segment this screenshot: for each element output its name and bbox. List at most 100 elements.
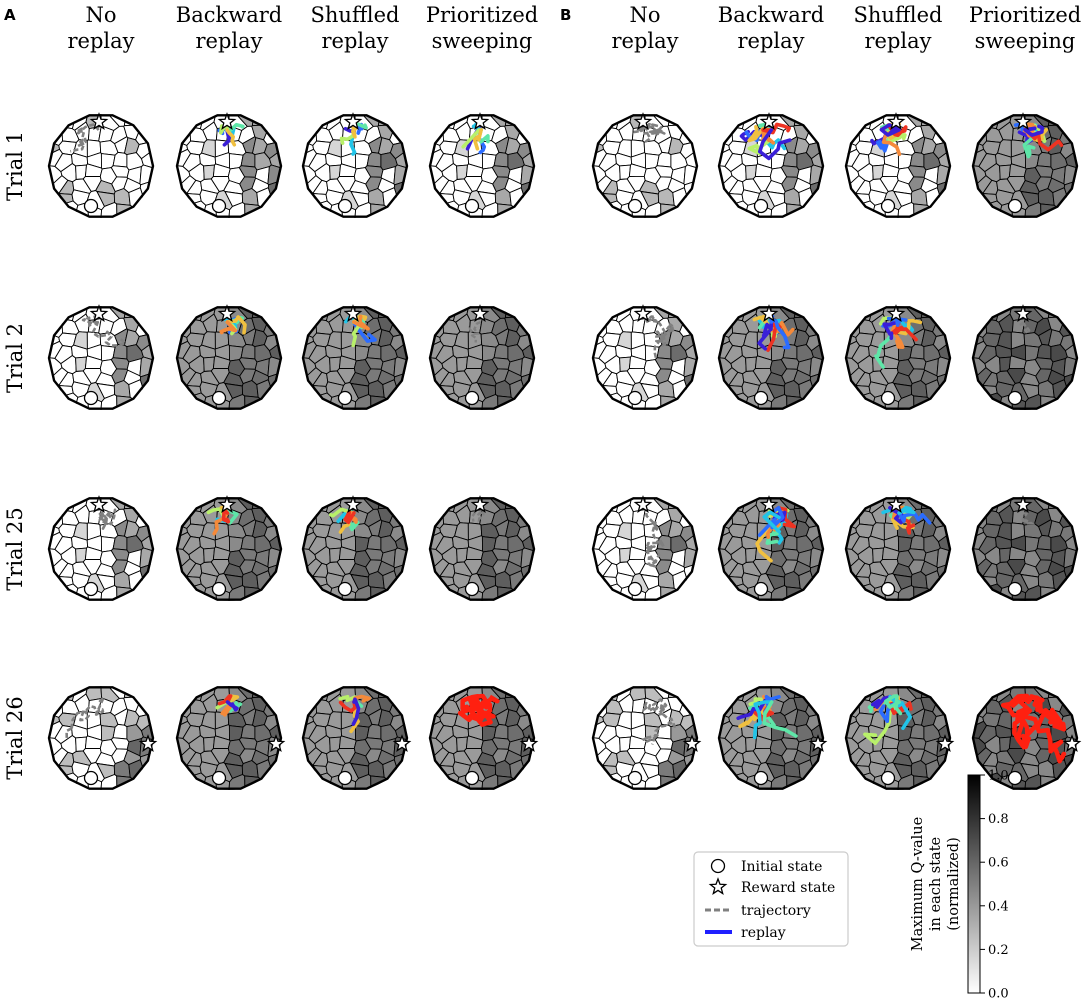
initial-state-circle-icon <box>1007 390 1023 406</box>
arena-state-cell <box>303 583 333 601</box>
reward-state-star-icon <box>935 734 955 752</box>
arena-state-cell <box>366 151 382 168</box>
arena-state-cell <box>719 114 749 130</box>
arena-state-cell <box>672 759 688 787</box>
arena-state-cell <box>128 379 144 407</box>
arena-state-cell <box>177 497 192 530</box>
reward-state-star-icon <box>217 112 237 130</box>
arena-state-cell <box>719 686 749 702</box>
arena-state-cell <box>240 343 256 360</box>
initial-state-circle-icon <box>211 198 227 214</box>
arena-b-row-1-col-3 <box>971 304 1079 410</box>
col-head-b-0-line2: replay <box>611 29 678 53</box>
replay-line <box>219 320 238 335</box>
arena-state-cell <box>128 759 144 787</box>
arena-state-cell <box>973 114 988 147</box>
col-head-a-3-line1: Prioritized <box>426 3 538 27</box>
col-head-b-3-line1: Prioritized <box>969 3 1081 27</box>
arena-state-cell <box>593 686 623 702</box>
initial-state-circle-icon <box>880 770 896 786</box>
arena-state-cell <box>973 306 988 339</box>
arena-state-cell <box>263 114 281 146</box>
arena-state-cell <box>509 379 525 407</box>
arena-state-cell <box>112 151 128 168</box>
arena-state-cell <box>593 583 623 601</box>
replay-line <box>1023 124 1045 137</box>
reward-state-star-icon <box>392 734 412 752</box>
colorbar-ticks: 1.00.80.60.40.20.0 <box>980 769 1009 1001</box>
arena-state-cell <box>516 306 534 338</box>
arena-state-cell <box>932 114 950 146</box>
arena-a-row-2-col-1 <box>175 495 283 601</box>
reward-state-star-icon <box>682 734 702 752</box>
arena-state-cell <box>938 760 950 790</box>
reward-state-star-icon <box>519 734 539 752</box>
arena-state-cell <box>811 380 823 410</box>
arena-state-cell <box>177 306 207 322</box>
arena-boundary <box>844 306 952 410</box>
initial-state-circle-icon <box>753 581 769 597</box>
arena-boundary <box>591 686 699 790</box>
arena-a-row-0-col-0 <box>47 112 155 218</box>
initial-state-circle-icon <box>337 770 353 786</box>
arena-a-row-3-col-2 <box>301 686 412 790</box>
arena-state-cell <box>973 497 988 530</box>
col-head-a-0-line1: No <box>85 3 116 27</box>
replay-line <box>351 314 370 331</box>
legend: Initial state Reward state trajectory re… <box>693 851 849 947</box>
arena-boundary <box>175 686 283 790</box>
arena-state-cell <box>49 114 64 147</box>
colorbar-tick-label: 0.8 <box>988 812 1009 827</box>
legend-label-trajectory: trajectory <box>741 903 811 919</box>
arena-state-cell <box>430 686 445 719</box>
colorbar-gradient <box>967 774 981 994</box>
arena-state-cell <box>177 114 192 147</box>
arena-state-cell <box>430 114 445 147</box>
arena-state-cell <box>593 306 608 339</box>
arena-state-cell <box>846 497 861 530</box>
initial-state-circle-icon <box>627 198 643 214</box>
arena-b-row-0-col-2 <box>844 112 952 218</box>
arena-state-cell <box>395 760 407 790</box>
arena-state-cell <box>811 760 823 790</box>
arena-state-cell <box>135 686 153 718</box>
reward-state-star-icon <box>886 304 906 322</box>
arena-state-cell <box>719 306 734 339</box>
arena-state-cell <box>49 772 79 790</box>
star-icon <box>708 877 728 895</box>
initial-state-circle-icon <box>337 390 353 406</box>
colorbar-tick-label: 1.0 <box>988 769 1009 784</box>
arena-state-cell <box>263 497 281 529</box>
colorbar-title-line2: in each state <box>928 837 944 931</box>
arena-state-cell <box>938 188 950 218</box>
initial-state-circle-icon <box>211 581 227 597</box>
reward-state-star-icon <box>89 112 109 130</box>
arena-state-cell <box>177 686 192 719</box>
reward-state-star-icon <box>89 495 109 513</box>
arena-state-cell <box>135 497 153 529</box>
replay-line <box>757 320 774 351</box>
arena-state-cell <box>303 497 333 513</box>
arena-state-cell <box>679 686 697 718</box>
arena-state-cell <box>269 188 281 218</box>
colorbar-tick-label: 0.0 <box>988 987 1009 1001</box>
arena-boundary <box>717 306 825 410</box>
arena-state-cell <box>430 497 445 530</box>
arena-boundary <box>971 686 1079 790</box>
arena-state-cell <box>685 188 697 218</box>
arena-state-cell <box>846 306 861 339</box>
arena-a-row-0-col-2 <box>301 112 409 218</box>
arena-a-row-2-col-2 <box>301 495 409 601</box>
arena-b-row-2-col-2 <box>844 495 952 601</box>
initial-state-circle-icon <box>627 581 643 597</box>
initial-state-circle-icon <box>880 390 896 406</box>
col-head-a-3-line2: sweeping <box>432 29 533 53</box>
initial-state-circle-icon <box>880 198 896 214</box>
trajectory-line <box>97 508 117 530</box>
arena-state-cell <box>395 571 407 601</box>
arena-state-cell <box>1065 571 1077 601</box>
arena-state-cell <box>493 151 509 168</box>
arena-boundary <box>428 686 536 790</box>
arena-state-cell <box>263 306 281 338</box>
arena-a-row-2-col-3 <box>428 495 536 601</box>
